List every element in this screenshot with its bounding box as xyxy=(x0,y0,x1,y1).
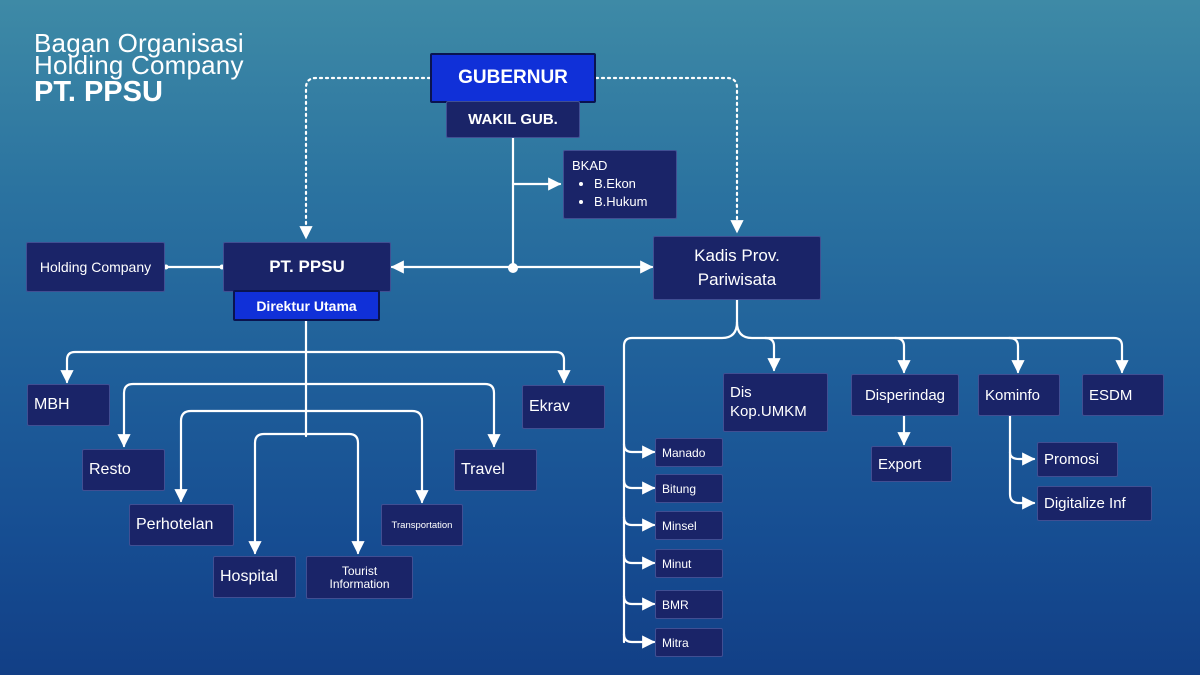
disperindag-box: Disperindag xyxy=(851,374,959,416)
branch-box: Manado xyxy=(655,438,723,467)
bkad-box: BKAD B.Ekon B.Hukum xyxy=(563,150,677,219)
gubernur-box: GUBERNUR xyxy=(430,53,596,103)
gubernur-label: GUBERNUR xyxy=(458,67,568,88)
tourist-label-line1: Tourist xyxy=(341,563,378,578)
promosi-label: Promosi xyxy=(1044,451,1100,468)
ekrav-label: Ekrav xyxy=(529,398,570,415)
tourist-label-line2: Information xyxy=(329,576,390,591)
pt-ppsu-label: PT. PPSU xyxy=(269,257,345,276)
transportation-label: Transportation xyxy=(391,519,453,531)
kadis-label-line1: Kadis Prov. xyxy=(694,246,780,265)
bkad-item: B.Hukum xyxy=(594,193,668,211)
digitalize-box: Digitalize Inf xyxy=(1037,486,1152,521)
title-line-1: Bagan Organisasi xyxy=(34,28,244,58)
holding-company-label: Holding Company xyxy=(39,259,152,275)
branch-label: Minsel xyxy=(662,518,697,533)
dis-label-line2: Kop.UMKM xyxy=(730,403,807,420)
title-line-3: PT. PPSU xyxy=(34,76,163,108)
perhotelan-label: Perhotelan xyxy=(136,516,214,533)
kadis-label-line2: Pariwisata xyxy=(697,270,777,289)
disperindag-label: Disperindag xyxy=(864,386,946,404)
branch-label: Bitung xyxy=(662,481,697,496)
kominfo-label: Kominfo xyxy=(985,386,1041,404)
digitalize-label: Digitalize Inf xyxy=(1044,495,1126,512)
promosi-box: Promosi xyxy=(1037,442,1118,477)
resto-label: Resto xyxy=(89,461,131,478)
title-line-2: Holding Company xyxy=(34,50,244,80)
export-box: Export xyxy=(871,446,952,482)
holding-company-box: Holding Company xyxy=(26,242,165,292)
mbh-label: MBH xyxy=(34,396,70,413)
kominfo-box: Kominfo xyxy=(978,374,1060,416)
hospital-label: Hospital xyxy=(220,568,278,585)
branch-box: Bitung xyxy=(655,474,723,503)
esdm-label: ESDM xyxy=(1089,386,1133,404)
branch-box: Minsel xyxy=(655,511,723,540)
branch-label: Mitra xyxy=(662,635,689,650)
perhotelan-box: Perhotelan xyxy=(129,504,234,546)
direktur-utama-box: Direktur Utama xyxy=(233,290,380,321)
hospital-box: Hospital xyxy=(213,556,296,598)
branch-box: BMR xyxy=(655,590,723,619)
dis-kop-umkm-box: Dis Kop.UMKM xyxy=(723,373,828,432)
esdm-box: ESDM xyxy=(1082,374,1164,416)
transportation-box: Transportation xyxy=(381,504,463,546)
travel-box: Travel xyxy=(454,449,537,491)
branch-box: Minut xyxy=(655,549,723,578)
dis-label-line1: Dis xyxy=(730,384,752,401)
wakil-gub-label: WAKIL GUB. xyxy=(468,111,558,128)
export-label: Export xyxy=(878,455,922,473)
bkad-label: BKAD xyxy=(572,158,608,173)
travel-label: Travel xyxy=(461,461,505,478)
branch-label: Manado xyxy=(662,445,706,460)
direktur-utama-label: Direktur Utama xyxy=(256,297,357,314)
bkad-item: B.Ekon xyxy=(594,175,668,193)
pt-ppsu-box: PT. PPSU xyxy=(223,242,391,292)
wakil-gub-box: WAKIL GUB. xyxy=(446,101,580,138)
branch-label: Minut xyxy=(662,556,692,571)
junction-dot xyxy=(508,263,518,273)
tourist-information-box: Tourist Information xyxy=(306,556,413,599)
mbh-box: MBH xyxy=(27,384,110,426)
branch-label: BMR xyxy=(662,597,689,612)
kadis-box: Kadis Prov. Pariwisata xyxy=(653,236,821,300)
bkad-list: B.Ekon B.Hukum xyxy=(572,175,668,211)
branch-box: Mitra xyxy=(655,628,723,657)
resto-box: Resto xyxy=(82,449,165,491)
ekrav-box: Ekrav xyxy=(522,385,605,429)
